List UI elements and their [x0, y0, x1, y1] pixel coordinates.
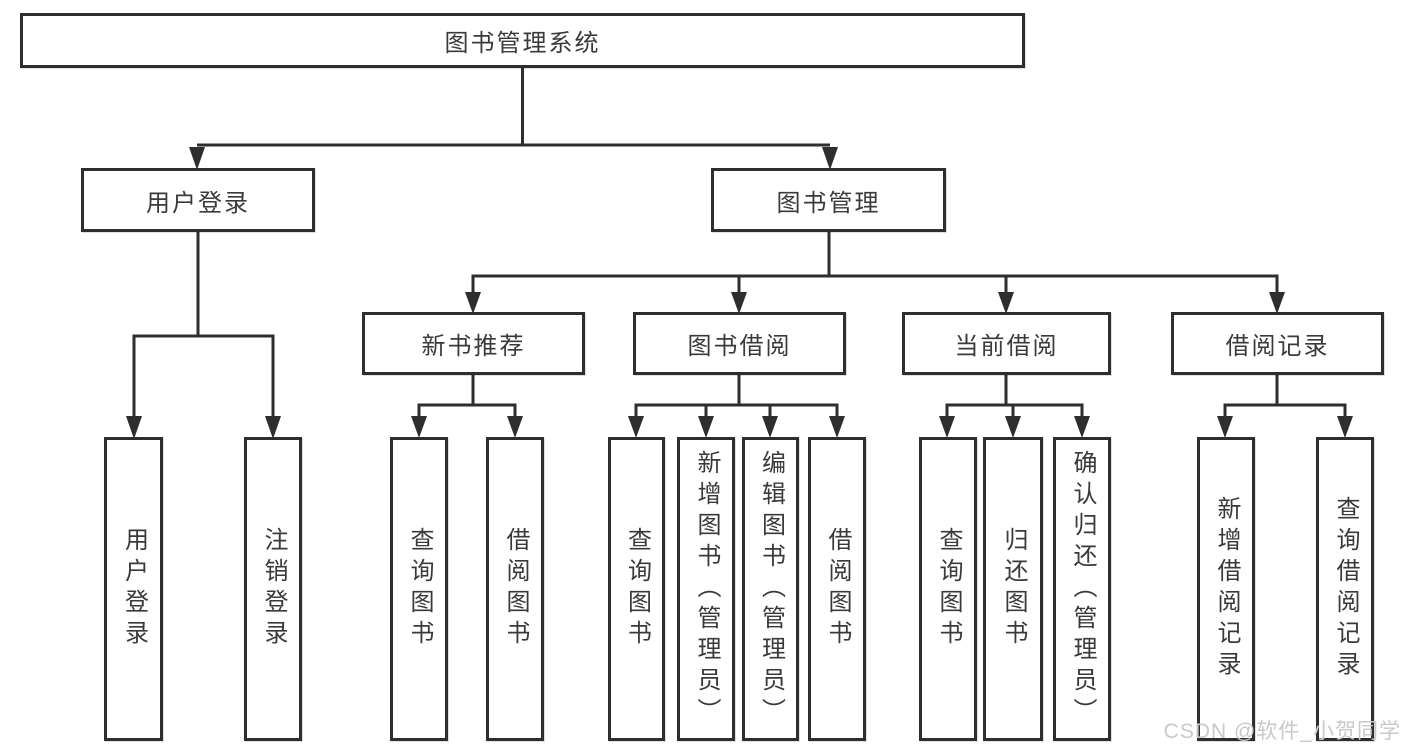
- connector-new-book-recommend-to-leaves: [411, 375, 523, 438]
- leaf-confirm-return-admin-label: 确认归还（管理员）: [1069, 449, 1096, 729]
- leaf-query-books-current: 查询图书: [919, 437, 977, 741]
- leaf-borrow-books-recommend: 借阅图书: [486, 437, 544, 741]
- node-user-login-label: 用户登录: [146, 189, 250, 217]
- leaf-query-books-borrow: 查询图书: [608, 437, 665, 741]
- leaf-user-login-label: 用户登录: [120, 527, 148, 651]
- connector-root-to-level1: [189, 68, 838, 170]
- leaf-add-borrow-record-label: 新增借阅记录: [1213, 496, 1240, 682]
- leaf-query-books-recommend-label: 查询图书: [406, 527, 433, 651]
- leaf-add-books-admin-label: 新增图书（管理员）: [693, 449, 720, 729]
- leaf-query-books-recommend: 查询图书: [390, 437, 448, 741]
- leaf-borrow-books-recommend-label: 借阅图书: [502, 527, 529, 651]
- connector-borrow-records-to-leaves: [1217, 375, 1353, 438]
- leaf-logout: 注销登录: [244, 437, 302, 741]
- node-root: 图书管理系统: [20, 13, 1025, 68]
- leaf-borrow-books-borrow: 借阅图书: [808, 437, 866, 741]
- node-book-management-label: 图书管理: [776, 189, 881, 217]
- node-new-book-recommend-label: 新书推荐: [421, 333, 526, 360]
- leaf-borrow-books-borrow-label: 借阅图书: [824, 527, 851, 651]
- connector-current-borrow-to-leaves: [939, 375, 1090, 438]
- node-borrow-records-label: 借阅记录: [1225, 333, 1330, 360]
- node-new-book-recommend: 新书推荐: [362, 312, 585, 375]
- leaf-return-books-label: 归还图书: [1000, 527, 1027, 651]
- node-book-borrow: 图书借阅: [633, 312, 846, 375]
- leaf-edit-books-admin-label: 编辑图书（管理员）: [757, 449, 785, 729]
- connector-book-management-to-level2: [465, 232, 1285, 314]
- leaf-edit-books-admin: 编辑图书（管理员）: [742, 437, 799, 741]
- node-root-label: 图书管理系统: [444, 30, 601, 57]
- leaf-query-books-current-label: 查询图书: [935, 527, 962, 651]
- node-book-management: 图书管理: [711, 168, 946, 232]
- leaf-query-books-borrow-label: 查询图书: [623, 527, 651, 651]
- leaf-return-books: 归还图书: [983, 437, 1043, 741]
- node-borrow-records: 借阅记录: [1171, 312, 1384, 375]
- leaf-query-borrow-record: 查询借阅记录: [1316, 437, 1374, 741]
- node-current-borrow-label: 当前借阅: [954, 333, 1059, 360]
- node-book-borrow-label: 图书借阅: [687, 333, 792, 360]
- leaf-add-borrow-record: 新增借阅记录: [1197, 437, 1255, 741]
- leaf-add-books-admin: 新增图书（管理员）: [677, 437, 735, 741]
- connector-book-borrow-to-leaves: [628, 375, 845, 438]
- leaf-user-login: 用户登录: [104, 437, 163, 741]
- node-user-login: 用户登录: [81, 168, 315, 232]
- node-current-borrow: 当前借阅: [902, 312, 1111, 375]
- connector-user-login-to-leaves: [126, 232, 281, 439]
- leaf-logout-label: 注销登录: [260, 527, 287, 651]
- leaf-query-borrow-record-label: 查询借阅记录: [1332, 496, 1359, 682]
- leaf-confirm-return-admin: 确认归还（管理员）: [1053, 437, 1111, 741]
